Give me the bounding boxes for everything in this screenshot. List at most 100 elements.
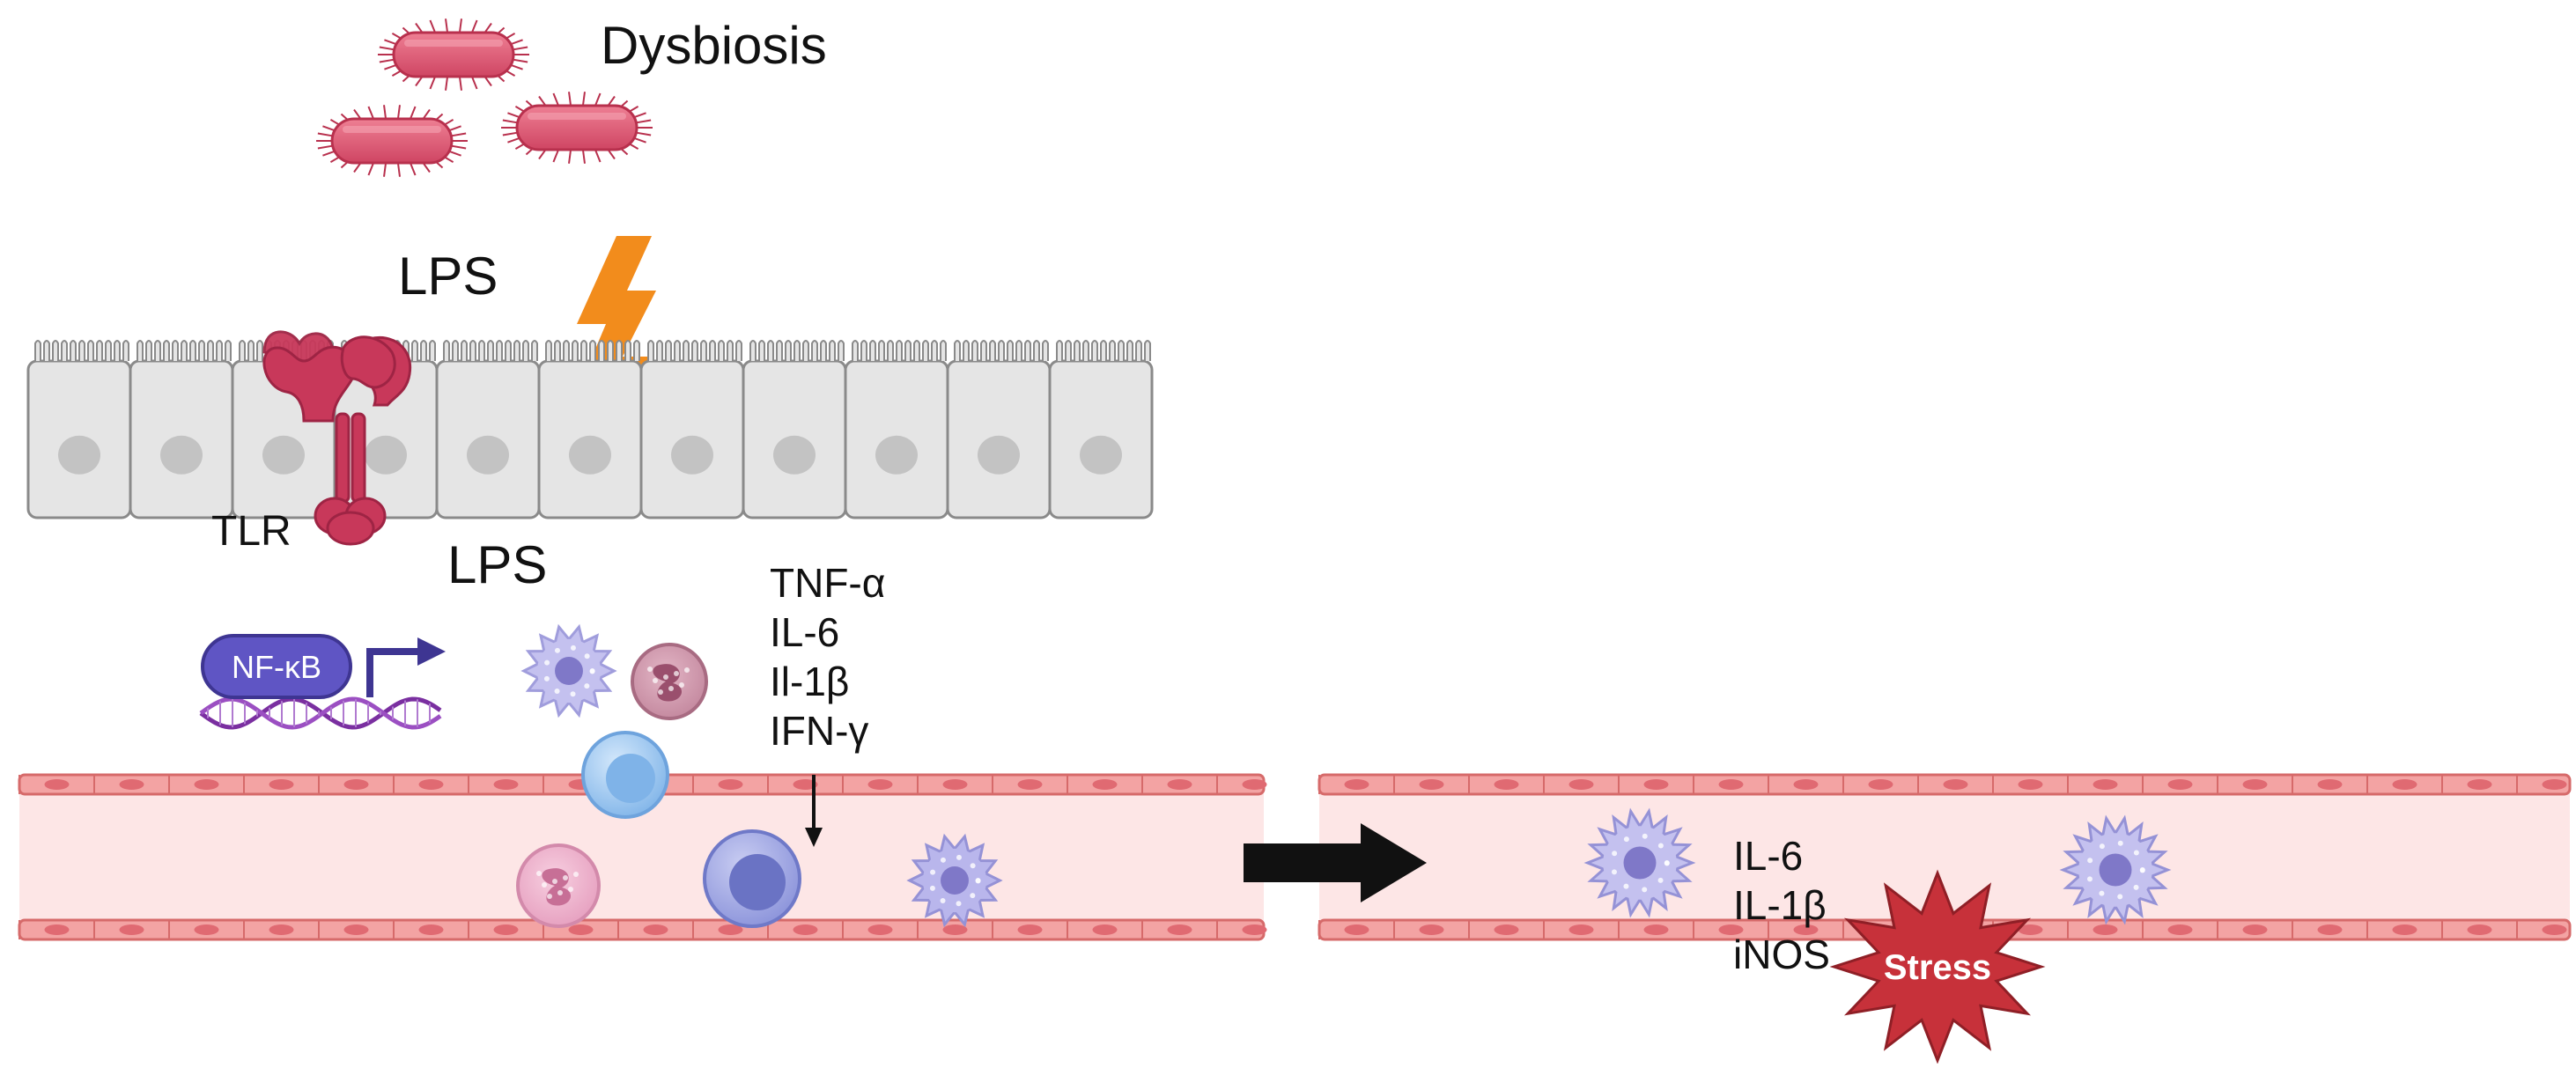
endothelial-nucleus: [2317, 924, 2343, 935]
endothelial-nucleus: [2018, 779, 2043, 790]
nucleus: [467, 435, 509, 475]
endothelial-nucleus: [1242, 779, 1267, 790]
endothelial-nucleus: [1494, 924, 1519, 935]
endothelial-nucleus: [493, 779, 519, 790]
bacteria-group: [316, 18, 653, 177]
endothelial-nucleus: [269, 779, 294, 790]
cytokine-item: iNOS: [1733, 932, 1830, 977]
nucleus: [671, 435, 713, 475]
immune-cells: [516, 623, 2172, 928]
cytokine-item: IFN-γ: [770, 708, 869, 754]
lymphocyte-cell: [703, 829, 801, 928]
nfkb-promoter: NF-κB: [199, 634, 446, 730]
epithelial-cell: [639, 340, 745, 519]
endothelial-nucleus: [2467, 924, 2492, 935]
endothelial-nucleus: [44, 924, 70, 935]
nucleus: [773, 435, 816, 475]
endothelial-nucleus: [643, 924, 668, 935]
monocyte-cell: [906, 833, 1003, 928]
epithelial-cell: [537, 340, 643, 519]
cytokine-list-vessel1: TNF-α IL-6 Il-1β IFN-γ: [770, 558, 885, 755]
endothelial-nucleus: [1167, 779, 1192, 790]
endothelial-nucleus: [44, 779, 70, 790]
lps-bottom-label: LPS: [447, 535, 548, 594]
cytokine-item: IL-1β: [1733, 882, 1827, 928]
endothelial-nucleus: [2093, 924, 2118, 935]
activated-monocyte-cell: [1583, 807, 1696, 918]
endothelial-nucleus: [1568, 924, 1594, 935]
epithelium-layer: [26, 340, 1154, 519]
cytokine-item: IL-6: [1733, 833, 1804, 879]
epithelial-cell: [742, 340, 847, 519]
endothelial-nucleus: [269, 924, 294, 935]
endothelial-nucleus: [1167, 924, 1192, 935]
endothelial-nucleus: [1092, 924, 1118, 935]
epithelial-cell: [1048, 340, 1154, 519]
transcription-arrow: [366, 648, 421, 697]
endothelial-nucleus: [718, 779, 743, 790]
tlr-label: TLR: [211, 508, 292, 555]
endothelial-nucleus: [2093, 779, 2118, 790]
endothelial-nucleus: [2542, 924, 2567, 935]
endothelial-nucleus: [1419, 924, 1444, 935]
endothelial-nucleus: [1718, 779, 1744, 790]
nucleus: [160, 435, 203, 475]
endothelial-nucleus: [343, 779, 369, 790]
vessel-wall-top: [1318, 773, 2572, 796]
endothelial-nucleus: [2467, 779, 2492, 790]
endothelial-nucleus: [1419, 779, 1444, 790]
endothelial-nucleus: [194, 924, 219, 935]
epithelial-cell: [946, 340, 1052, 519]
epithelial-cell: [844, 340, 949, 519]
endothelial-nucleus: [1242, 924, 1267, 935]
endothelial-nucleus: [793, 924, 818, 935]
cell-nucleus: [555, 657, 583, 685]
nucleus: [58, 435, 100, 475]
cytokine-item: IL-6: [770, 609, 840, 655]
endothelial-nucleus: [418, 924, 444, 935]
bacterium: [378, 18, 529, 91]
endothelial-nucleus: [2167, 924, 2193, 935]
endothelial-nucleus: [1643, 924, 1669, 935]
endothelial-nucleus: [1868, 779, 1893, 790]
nucleus: [569, 435, 611, 475]
cytokine-arrow: [805, 775, 823, 847]
epithelial-cell: [26, 340, 132, 519]
endothelial-nucleus: [1344, 779, 1369, 790]
lps-top-label: LPS: [398, 247, 498, 306]
endothelial-nucleus: [119, 924, 144, 935]
cytokine-item: TNF-α: [770, 560, 886, 606]
cell-nucleus: [941, 866, 969, 895]
monocyte-cell: [520, 623, 617, 718]
endothelial-nucleus: [1943, 779, 1968, 790]
endothelial-nucleus: [1568, 779, 1594, 790]
endothelial-nucleus: [1793, 779, 1819, 790]
endothelial-nucleus: [568, 924, 594, 935]
endothelial-nucleus: [1017, 779, 1043, 790]
endothelial-nucleus: [2317, 779, 2343, 790]
nucleus: [1080, 435, 1122, 475]
endothelial-nucleus: [194, 779, 219, 790]
endothelial-nucleus: [1494, 779, 1519, 790]
nucleus: [365, 435, 407, 475]
endothelial-nucleus: [2018, 924, 2043, 935]
stress-label: Stress: [1884, 948, 1991, 987]
bacterium: [316, 105, 468, 177]
endothelial-nucleus: [2392, 779, 2417, 790]
tlr-receptor-icon: [262, 330, 412, 546]
vessel-wall-bottom: [18, 918, 1267, 941]
dysbiosis-label: Dysbiosis: [601, 16, 827, 75]
endothelial-nucleus: [2242, 779, 2268, 790]
endothelial-nucleus: [2242, 924, 2268, 935]
cell-nucleus: [1623, 846, 1657, 880]
cell-nucleus: [606, 754, 655, 803]
endothelial-nucleus: [493, 924, 519, 935]
endothelial-nucleus: [343, 924, 369, 935]
endothelial-nucleus: [119, 779, 144, 790]
endothelial-nucleus: [718, 924, 743, 935]
endothelial-nucleus: [867, 779, 893, 790]
nucleus: [262, 435, 305, 475]
cell-nucleus: [729, 854, 786, 910]
